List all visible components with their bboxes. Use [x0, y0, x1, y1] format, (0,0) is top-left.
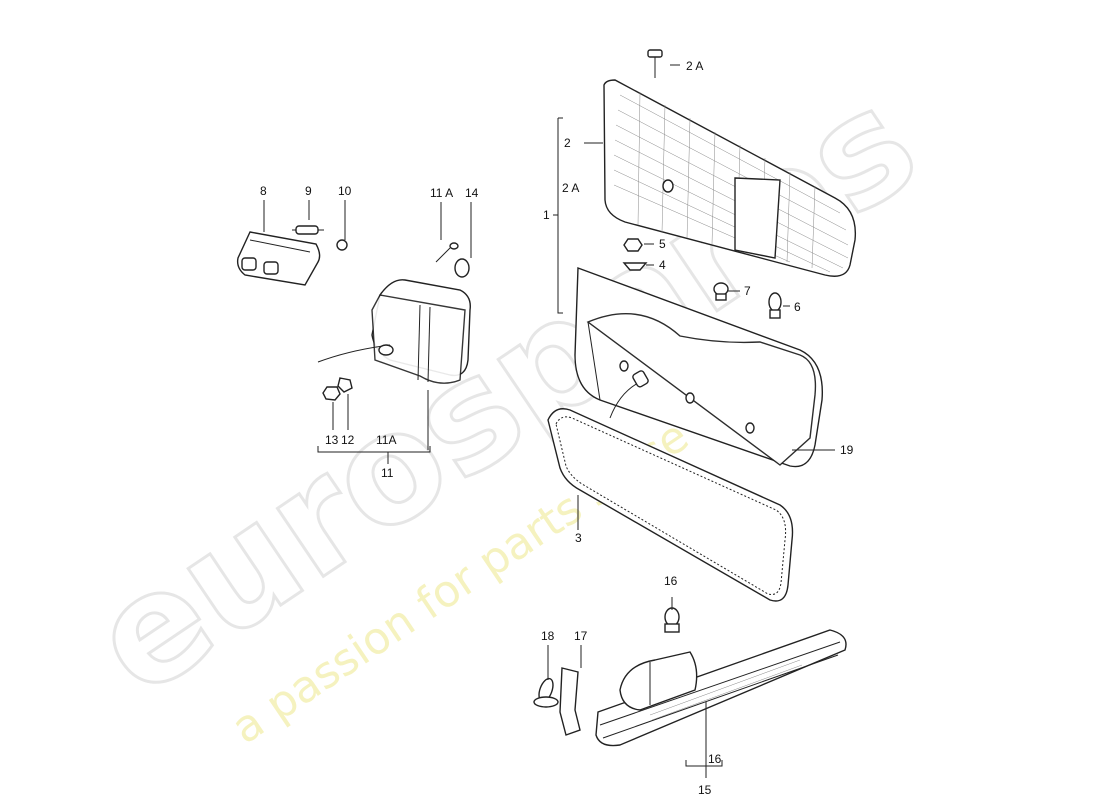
callout-1: 1 — [543, 208, 550, 222]
callout-17: 17 — [574, 629, 588, 643]
callout-14: 14 — [465, 186, 479, 200]
side-marker-light — [595, 629, 847, 747]
callout-3: 3 — [575, 531, 582, 545]
callout-16-top: 16 — [664, 574, 678, 588]
callout-18: 18 — [541, 629, 555, 643]
callout-2: 2 — [564, 136, 571, 150]
callout-11a-bottom: 11A — [376, 433, 396, 447]
callout-8: 8 — [260, 184, 267, 198]
callout-12: 12 — [341, 433, 355, 447]
callout-7: 7 — [744, 284, 751, 298]
callout-2a-top: 2 A — [686, 59, 703, 73]
tail-light-housing — [574, 267, 824, 468]
leader-lines — [263, 64, 835, 778]
callout-10: 10 — [338, 184, 352, 198]
bulb-14 — [454, 258, 470, 278]
lens-gasket — [547, 408, 794, 602]
clip-4 — [622, 262, 648, 271]
callout-6: 6 — [794, 300, 801, 314]
lens-screw — [647, 49, 663, 78]
wing-nut-18 — [533, 677, 559, 708]
callout-13: 13 — [325, 433, 339, 447]
callout-11: 11 — [381, 466, 394, 480]
bulb-9 — [292, 225, 324, 235]
nut-13 — [322, 386, 341, 401]
bulb-16 — [664, 607, 680, 633]
rear-marker-light — [317, 279, 471, 384]
nut-5 — [623, 238, 643, 252]
callout-19: 19 — [840, 443, 854, 457]
bulb-6 — [768, 292, 782, 319]
callout-5: 5 — [659, 237, 666, 251]
clip-17 — [559, 667, 581, 736]
screw-10 — [336, 239, 348, 251]
callout-9: 9 — [305, 184, 312, 198]
callout-16-bottom: 16 — [708, 752, 722, 766]
bulb-7 — [713, 282, 729, 301]
license-light-base — [236, 231, 321, 286]
screw-11a — [435, 242, 459, 263]
callout-15: 15 — [698, 783, 712, 797]
callouts: 2 A 2 2 A 1 5 4 7 6 19 3 16 18 17 16 15 … — [260, 59, 854, 797]
callout-2a-side: 2 A — [562, 181, 579, 195]
callout-4: 4 — [659, 258, 666, 272]
tail-light-lens — [603, 79, 857, 277]
nut-12 — [337, 377, 353, 393]
callout-11a-top: 11 A — [430, 186, 453, 200]
